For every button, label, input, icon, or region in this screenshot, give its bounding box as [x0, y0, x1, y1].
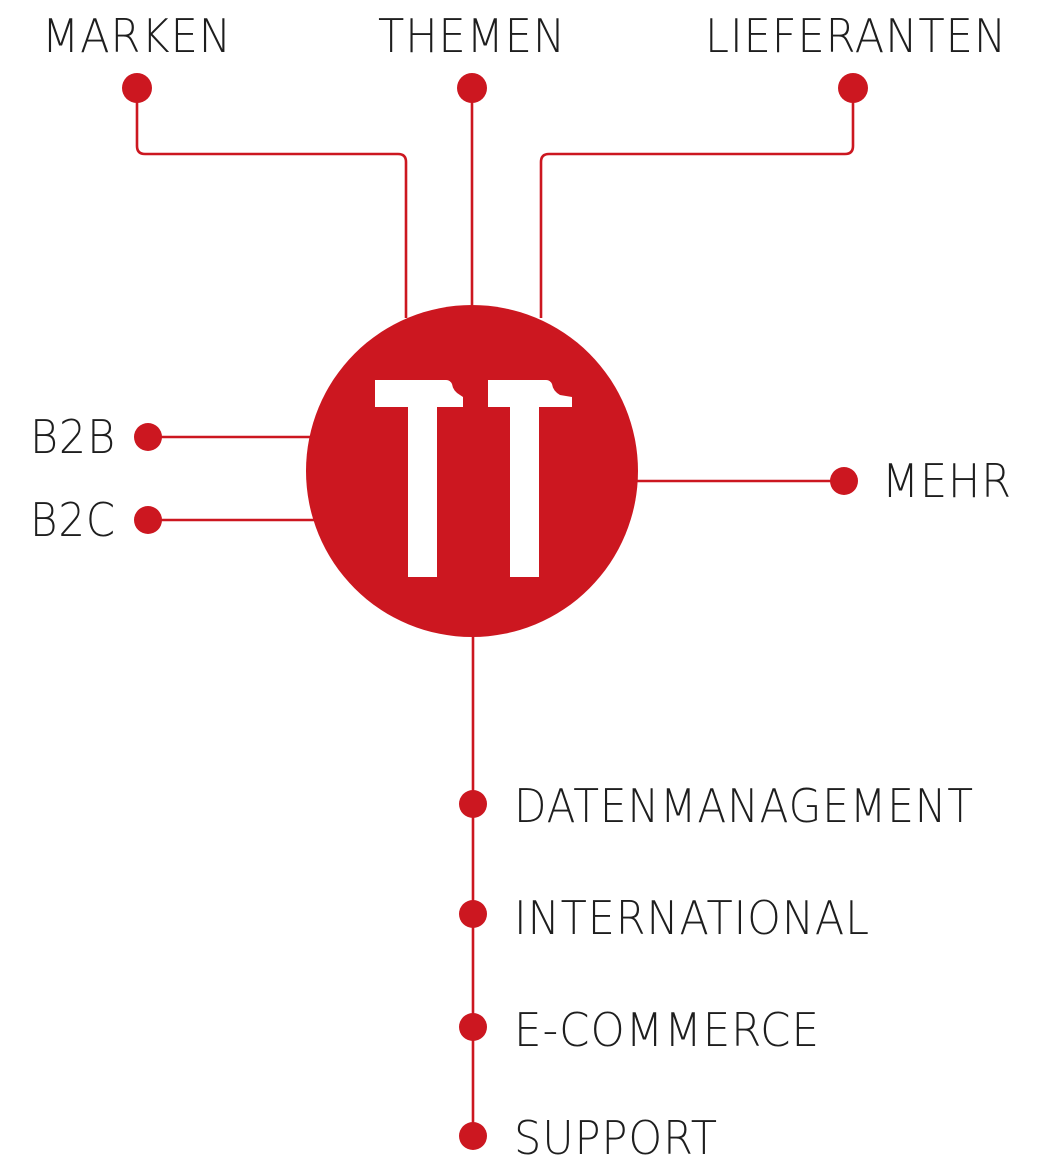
node-dots	[122, 73, 868, 1150]
label-mehr: MEHR	[882, 454, 1012, 508]
label-marken: MARKEN	[42, 9, 232, 63]
label-b2c: B2C	[30, 493, 116, 547]
hub-circle	[306, 305, 638, 637]
label-datenmanagement: DATENMANAGEMENT	[514, 779, 974, 833]
dot-datenmanagement	[459, 790, 487, 818]
label-themen: THEMEN	[378, 9, 566, 63]
label-ecommerce: E-COMMERCE	[514, 1003, 820, 1057]
dot-b2c	[134, 506, 162, 534]
connector-lieferanten	[539, 88, 855, 318]
dot-lieferanten	[838, 73, 868, 103]
dot-marken	[122, 73, 152, 103]
connectors	[135, 88, 855, 1135]
dot-mehr	[830, 467, 858, 495]
label-b2b: B2B	[30, 410, 116, 464]
label-lieferanten: LIEFERANTEN	[705, 9, 1007, 63]
dot-ecommerce	[459, 1013, 487, 1041]
dot-support	[459, 1122, 487, 1150]
connector-marken	[135, 88, 408, 318]
node-labels: MARKEN THEMEN LIEFERANTEN B2B B2C MEHR D…	[30, 9, 1012, 1158]
tt-logo-icon	[375, 380, 572, 577]
dot-themen	[457, 73, 487, 103]
hub-logo: TT	[306, 305, 638, 637]
label-support: SUPPORT	[514, 1111, 718, 1158]
dot-b2b	[134, 423, 162, 451]
label-international: INTERNATIONAL	[514, 891, 870, 945]
dot-international	[459, 900, 487, 928]
